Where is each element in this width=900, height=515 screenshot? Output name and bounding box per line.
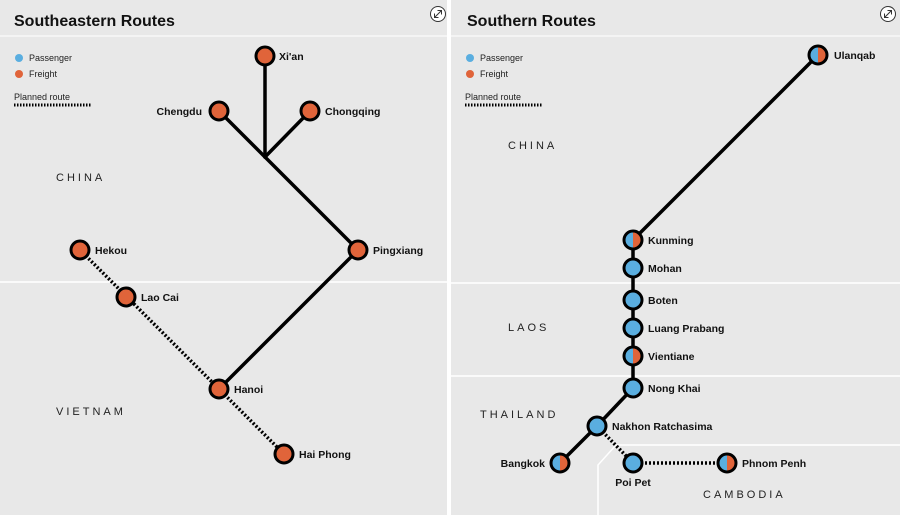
label-laocai: Lao Cai — [141, 292, 179, 304]
country-laos: LAOS — [508, 322, 549, 334]
station-vientiane[interactable] — [622, 345, 644, 367]
legend-planned: Planned route — [465, 92, 521, 102]
route-chongqing — [263, 109, 312, 159]
label-mohan: Mohan — [648, 263, 682, 275]
border-thailand-cambodia — [597, 444, 900, 515]
legend-passenger: Passenger — [480, 53, 523, 63]
label-bangkok: Bangkok — [501, 458, 546, 470]
legend-freight: Freight — [480, 69, 509, 79]
southeastern-routes-panel: Southeastern Routes Passenger Freight Pl… — [0, 0, 447, 515]
label-luangprabang: Luang Prabang — [648, 323, 724, 335]
freight-swatch — [15, 70, 23, 78]
station-hekou[interactable] — [69, 239, 91, 261]
station-mohan[interactable] — [622, 257, 644, 279]
legend-passenger: Passenger — [29, 53, 72, 63]
label-chengdu: Chengdu — [157, 106, 203, 118]
label-kunming: Kunming — [648, 235, 694, 247]
label-xian: Xi'an — [279, 51, 304, 63]
route-pingxiang-hanoi — [217, 248, 360, 391]
legend-freight: Freight — [29, 69, 58, 79]
label-vientiane: Vientiane — [648, 351, 695, 363]
panel-title: Southern Routes — [467, 13, 596, 30]
freight-swatch — [466, 70, 474, 78]
southern-routes-map: Southern Routes Passenger Freight Planne… — [451, 6, 900, 515]
legend: Passenger Freight Planned route — [14, 53, 92, 107]
station-nongkhai[interactable] — [622, 377, 644, 399]
station-kunming[interactable] — [622, 229, 644, 251]
label-chongqing: Chongqing — [325, 106, 380, 118]
station-laocai[interactable] — [115, 286, 137, 308]
station-nakhon[interactable] — [586, 415, 608, 437]
label-nakhon: Nakhon Ratchasima — [612, 421, 713, 433]
country-china: CHINA — [56, 172, 105, 184]
route-to-pingxiang — [263, 155, 360, 252]
station-chongqing[interactable] — [299, 100, 321, 122]
label-haiphong: Hai Phong — [299, 449, 351, 461]
expand-icon[interactable] — [880, 6, 896, 22]
label-ulanqab: Ulanqab — [834, 50, 875, 62]
station-pingxiang[interactable] — [347, 239, 369, 261]
station-luangprabang[interactable] — [622, 317, 644, 339]
expand-icon[interactable] — [430, 6, 446, 22]
passenger-swatch — [466, 54, 474, 62]
legend-planned: Planned route — [14, 92, 70, 102]
country-vietnam: VIETNAM — [56, 406, 126, 418]
station-boten[interactable] — [622, 289, 644, 311]
station-hanoi[interactable] — [208, 378, 230, 400]
station-poipet[interactable] — [622, 452, 644, 474]
southeastern-routes-map: Southeastern Routes Passenger Freight Pl… — [0, 6, 447, 465]
country-cambodia: CAMBODIA — [703, 489, 786, 501]
passenger-swatch — [15, 54, 23, 62]
label-hanoi: Hanoi — [234, 384, 263, 396]
planned-route-hekou-hanoi — [78, 248, 221, 391]
southern-routes-panel: Southern Routes Passenger Freight Planne… — [451, 0, 900, 515]
station-xian[interactable] — [254, 45, 276, 67]
label-poipet: Poi Pet — [615, 477, 651, 489]
station-haiphong[interactable] — [273, 443, 295, 465]
country-china: CHINA — [508, 140, 557, 152]
planned-route-hanoi-haiphong — [217, 387, 286, 456]
station-chengdu[interactable] — [208, 100, 230, 122]
station-phnompenh[interactable] — [716, 452, 738, 474]
route-ulanqab-kunming — [631, 53, 820, 242]
station-ulanqab[interactable] — [807, 44, 829, 66]
legend: Passenger Freight Planned route — [465, 53, 543, 107]
label-hekou: Hekou — [95, 245, 127, 257]
label-boten: Boten — [648, 295, 678, 307]
panel-title: Southeastern Routes — [14, 13, 175, 30]
station-bangkok[interactable] — [549, 452, 571, 474]
country-thailand: THAILAND — [480, 409, 558, 421]
label-phnompenh: Phnom Penh — [742, 458, 806, 470]
label-nongkhai: Nong Khai — [648, 383, 701, 395]
route-chengdu — [217, 109, 267, 159]
label-pingxiang: Pingxiang — [373, 245, 423, 257]
